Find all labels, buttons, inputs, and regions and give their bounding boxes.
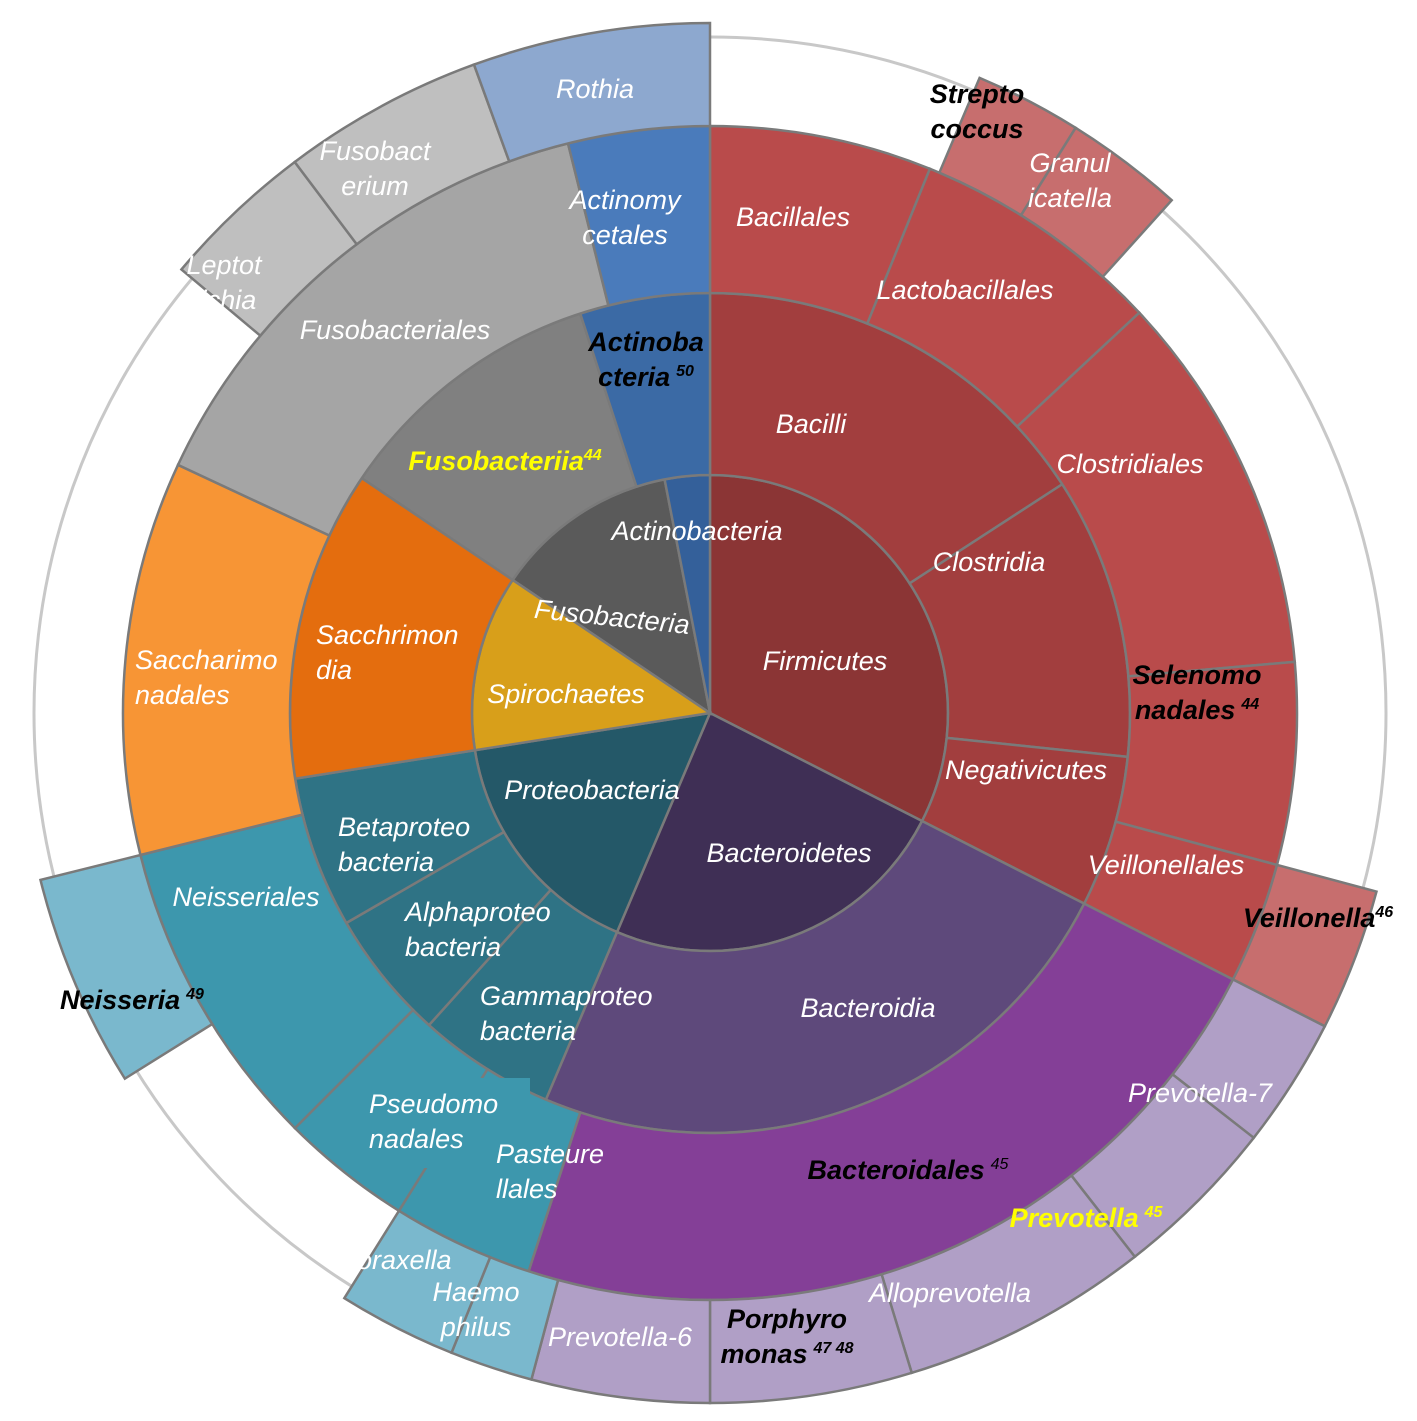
order-label-pseudomonadales: Pseudomo nadales	[369, 1089, 498, 1154]
genus-label-veillonella-name: Veillonella	[1243, 903, 1376, 933]
genus-label-haemophilus: Haemo philus	[432, 1277, 519, 1342]
class-label-alphaproteobacteria-line1: Alphaproteo	[403, 897, 551, 927]
genus-label-granulicatella-line1: Granul	[1029, 148, 1111, 178]
order-label-actinomycetales-line1: Actinomy	[567, 185, 682, 215]
class-label-fusobacteriia: Fusobacteriia44	[408, 446, 601, 476]
class-label-fusobacteriia-name: Fusobacteriia	[408, 446, 584, 476]
genus-label-neisseria: Neisseria 49	[60, 985, 204, 1015]
order-label-bacillales: Bacillales	[736, 202, 850, 232]
class-label-bacteroidia: Bacteroidia	[800, 993, 935, 1023]
genus-label-porphyromonas: Porphyro monas 47 48	[720, 1304, 853, 1369]
genus-label-alloprevotella: Alloprevotella	[867, 1278, 1031, 1308]
order-label-neisseriales: Neisseriales	[172, 882, 319, 912]
genus-label-fusobacterium: Fusobact erium	[319, 136, 432, 201]
phylum-label-bacteroidetes: Bacteroidetes	[706, 838, 871, 868]
order-label-selenomonadales-line2: nadales	[1135, 695, 1236, 725]
genus-label-neisseria-ref: 49	[185, 986, 204, 1003]
class-label-sacchrimondia: Sacchrimon dia	[316, 620, 459, 685]
order-label-pseudomonadales-line1: Pseudomo	[369, 1089, 498, 1119]
class-label-gammaproteobacteria-line2: bacteria	[480, 1016, 576, 1046]
genus-label-porphyromonas-line2: monas	[720, 1339, 807, 1369]
phylum-label-actinobacteria: Actinobacteria	[609, 516, 782, 546]
class-label-actinobacteria-line2: cteria	[598, 362, 670, 392]
genus-label-streptococcus-line2: coccus	[930, 114, 1023, 144]
genus-label-porphyromonas-ref: 47 48	[812, 1340, 853, 1357]
genus-label-rothia: Rothia	[556, 74, 634, 104]
phylum-label-proteobacteria: Proteobacteria	[504, 775, 680, 805]
order-label-bacteroidales: Bacteroidales 45	[808, 1155, 1009, 1185]
wedge-genus-1	[1019, 126, 1174, 279]
order-label-actinomycetales-line2: cetales	[582, 220, 668, 250]
genus-label-prevotella-7: Prevotella-7	[1128, 1078, 1273, 1108]
class-label-clostridia: Clostridia	[933, 547, 1046, 577]
order-label-pasteurellales: Pasteure llales	[496, 1139, 604, 1204]
class-label-sacchrimondia-line1: Sacchrimon	[316, 620, 459, 650]
order-label-bacteroidales-ref: 45	[991, 1156, 1009, 1173]
class-label-actinobacteria-ref: 50	[676, 363, 694, 380]
genus-label-porphyromonas-line1: Porphyro	[727, 1304, 847, 1334]
genus-label-leptotrichia-line2: richia	[192, 285, 257, 315]
genus-label-leptotrichia-line1: Leptot	[186, 250, 263, 280]
genus-label-moraxella: Moraxella	[334, 1245, 451, 1275]
genus-label-prevotella-6: Prevotella-6	[548, 1322, 693, 1352]
class-label-betaproteobacteria: Betaproteo bacteria	[338, 812, 470, 877]
order-label-fusobacteriales: Fusobacteriales	[300, 315, 491, 345]
order-label-clostridiales: Clostridiales	[1056, 449, 1203, 479]
genus-label-granulicatella: Granul icatella	[1028, 148, 1112, 213]
phylum-label-spirochaetes: Spirochaetes	[487, 679, 645, 709]
wedge-genus-9	[342, 1209, 492, 1355]
genus-label-neisseria-name: Neisseria	[60, 985, 180, 1015]
class-label-betaproteobacteria-line1: Betaproteo	[338, 812, 470, 842]
class-label-negativicutes: Negativicutes	[945, 755, 1107, 785]
order-label-pasteurellales-line2: llales	[496, 1174, 558, 1204]
genus-label-veillonella: Veillonella46	[1243, 903, 1393, 933]
class-label-alphaproteobacteria: Alphaproteo bacteria	[403, 897, 551, 962]
order-label-selenomonadales-line1: Selenomo	[1132, 660, 1261, 690]
genus-label-haemophilus-line2: philus	[440, 1312, 512, 1342]
genus-label-streptococcus-line1: Strepto	[930, 79, 1025, 109]
order-label-saccharimonadales-line2: nadales	[135, 680, 230, 710]
order-label-pasteurellales-line1: Pasteure	[496, 1139, 604, 1169]
genus-label-prevotella: Prevotella 45	[1010, 1203, 1164, 1233]
genus-label-streptococcus: Strepto coccus	[930, 79, 1025, 144]
class-label-alphaproteobacteria-line2: bacteria	[405, 932, 501, 962]
wedge-genus-10	[38, 853, 214, 1081]
phylum-label-firmicutes: Firmicutes	[763, 646, 888, 676]
order-label-actinomycetales: Actinomy cetales	[567, 185, 682, 250]
order-label-lactobacillales: Lactobacillales	[876, 275, 1053, 305]
order-label-saccharimonadales-line1: Saccharimo	[135, 645, 278, 675]
genus-label-granulicatella-line2: icatella	[1028, 183, 1112, 213]
class-label-bacilli: Bacilli	[776, 409, 848, 439]
class-label-betaproteobacteria-line2: bacteria	[338, 847, 434, 877]
label-layer: Firmicutes Bacteroidetes Proteobacteria …	[60, 74, 1393, 1369]
genus-label-veillonella-ref: 46	[1374, 904, 1393, 921]
wedge-genus-13	[472, 21, 712, 164]
class-label-gammaproteobacteria-line1: Gammaproteo	[480, 981, 653, 1011]
order-label-bacteroidales-name: Bacteroidales	[808, 1155, 985, 1185]
genus-label-prevotella-name: Prevotella	[1010, 1203, 1139, 1233]
class-label-sacchrimondia-line2: dia	[316, 655, 352, 685]
class-label-actinobacteria-line1: Actinoba	[587, 327, 704, 357]
genus-label-leptotrichia: Leptot richia	[186, 250, 263, 315]
class-label-fusobacteriia-ref: 44	[583, 447, 602, 464]
order-label-saccharimonadales: Saccharimo nadales	[135, 645, 278, 710]
order-label-selenomonadales-ref: 44	[1240, 696, 1259, 713]
class-label-actinobacteria: Actinoba cteria 50	[587, 327, 704, 392]
order-label-veillonellales: Veillonellales	[1088, 850, 1245, 880]
order-label-pseudomonadales-line2: nadales	[369, 1124, 464, 1154]
wedge-layer	[38, 21, 1379, 1405]
genus-label-fusobacterium-line2: erium	[341, 171, 409, 201]
pseudomonadales-box	[350, 1078, 530, 1168]
class-label-gammaproteobacteria: Gammaproteo bacteria	[480, 981, 653, 1046]
genus-label-haemophilus-line1: Haemo	[432, 1277, 519, 1307]
genus-label-fusobacterium-line1: Fusobact	[319, 136, 432, 166]
genus-label-prevotella-ref: 45	[1144, 1204, 1164, 1221]
